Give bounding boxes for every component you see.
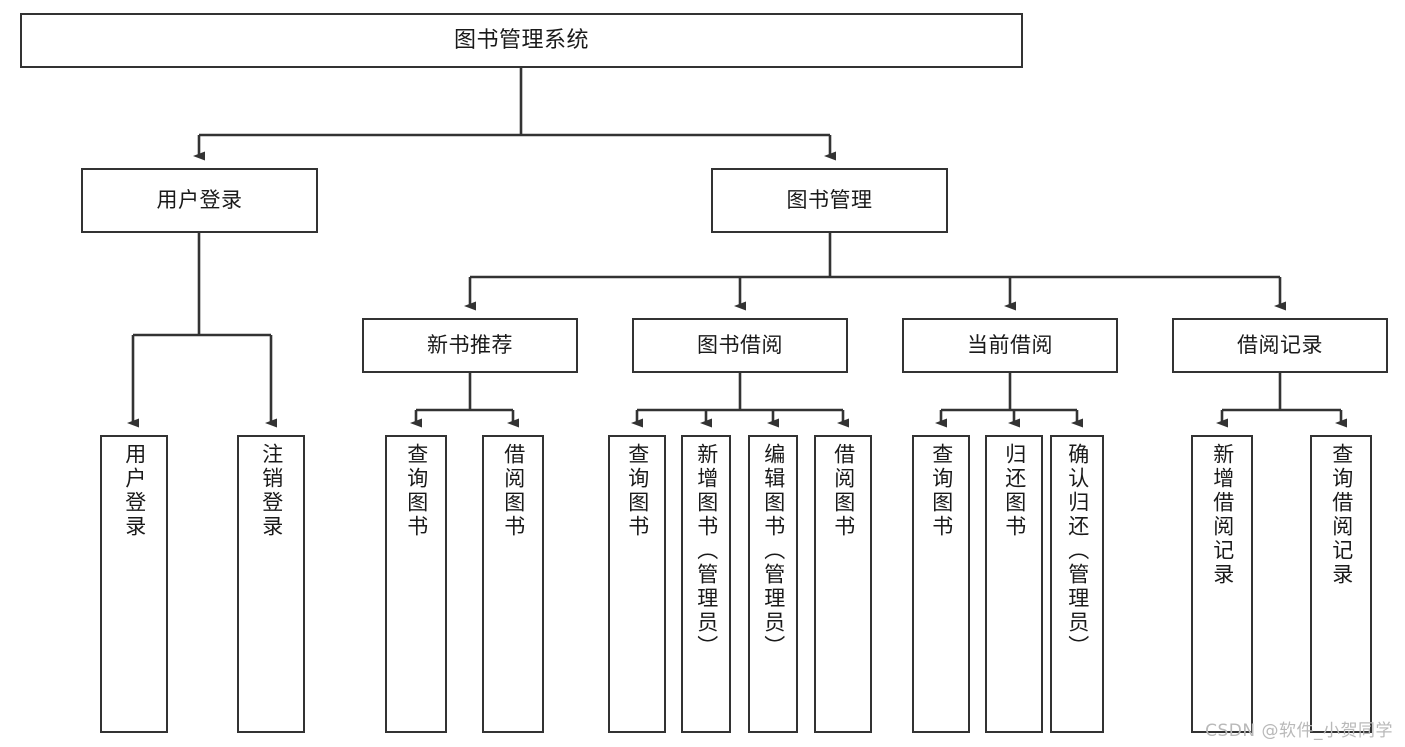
node-book-manage[interactable]: 图书管理 xyxy=(711,168,948,233)
node-leaf-borrow-book-1-label: 借阅图书 xyxy=(501,443,526,539)
node-new-book-recommend-label: 新书推荐 xyxy=(427,333,513,358)
node-leaf-user-login-label: 用户登录 xyxy=(122,443,147,539)
node-leaf-add-book-label: 新增图书（管理员） xyxy=(694,443,719,659)
node-current-borrow[interactable]: 当前借阅 xyxy=(902,318,1118,373)
node-leaf-query-book-1[interactable]: 查询图书 xyxy=(385,435,447,733)
node-leaf-confirm-return[interactable]: 确认归还（管理员） xyxy=(1050,435,1104,733)
node-book-borrow[interactable]: 图书借阅 xyxy=(632,318,848,373)
node-leaf-query-book-3-label: 查询图书 xyxy=(929,443,954,539)
node-current-borrow-label: 当前借阅 xyxy=(967,333,1053,358)
node-user-login-label: 用户登录 xyxy=(156,188,243,213)
node-leaf-query-record-label: 查询借阅记录 xyxy=(1329,443,1354,587)
node-leaf-query-book-3[interactable]: 查询图书 xyxy=(912,435,970,733)
node-leaf-user-logout-label: 注销登录 xyxy=(259,443,284,539)
node-book-borrow-label: 图书借阅 xyxy=(697,333,783,358)
node-root[interactable]: 图书管理系统 xyxy=(20,13,1023,68)
node-leaf-edit-book-label: 编辑图书（管理员） xyxy=(761,443,786,659)
node-leaf-user-logout[interactable]: 注销登录 xyxy=(237,435,305,733)
node-leaf-add-record-label: 新增借阅记录 xyxy=(1210,443,1235,587)
node-leaf-borrow-book-2-label: 借阅图书 xyxy=(831,443,856,539)
node-leaf-user-login[interactable]: 用户登录 xyxy=(100,435,168,733)
node-new-book-recommend[interactable]: 新书推荐 xyxy=(362,318,578,373)
node-leaf-return-book-label: 归还图书 xyxy=(1002,443,1027,539)
node-leaf-borrow-book-1[interactable]: 借阅图书 xyxy=(482,435,544,733)
node-leaf-query-book-1-label: 查询图书 xyxy=(404,443,429,539)
watermark: CSDN @软件_小贺同学 xyxy=(1205,721,1393,741)
node-root-label: 图书管理系统 xyxy=(453,27,589,53)
node-user-login[interactable]: 用户登录 xyxy=(81,168,318,233)
node-leaf-query-book-2-label: 查询图书 xyxy=(625,443,650,539)
node-borrow-record[interactable]: 借阅记录 xyxy=(1172,318,1388,373)
node-leaf-query-book-2[interactable]: 查询图书 xyxy=(608,435,666,733)
node-leaf-confirm-return-label: 确认归还（管理员） xyxy=(1065,443,1090,659)
node-leaf-edit-book[interactable]: 编辑图书（管理员） xyxy=(748,435,798,733)
node-borrow-record-label: 借阅记录 xyxy=(1237,333,1323,358)
node-leaf-query-record[interactable]: 查询借阅记录 xyxy=(1310,435,1372,733)
node-book-manage-label: 图书管理 xyxy=(786,188,873,213)
node-leaf-borrow-book-2[interactable]: 借阅图书 xyxy=(814,435,872,733)
node-leaf-add-book[interactable]: 新增图书（管理员） xyxy=(681,435,731,733)
node-leaf-return-book[interactable]: 归还图书 xyxy=(985,435,1043,733)
node-leaf-add-record[interactable]: 新增借阅记录 xyxy=(1191,435,1253,733)
